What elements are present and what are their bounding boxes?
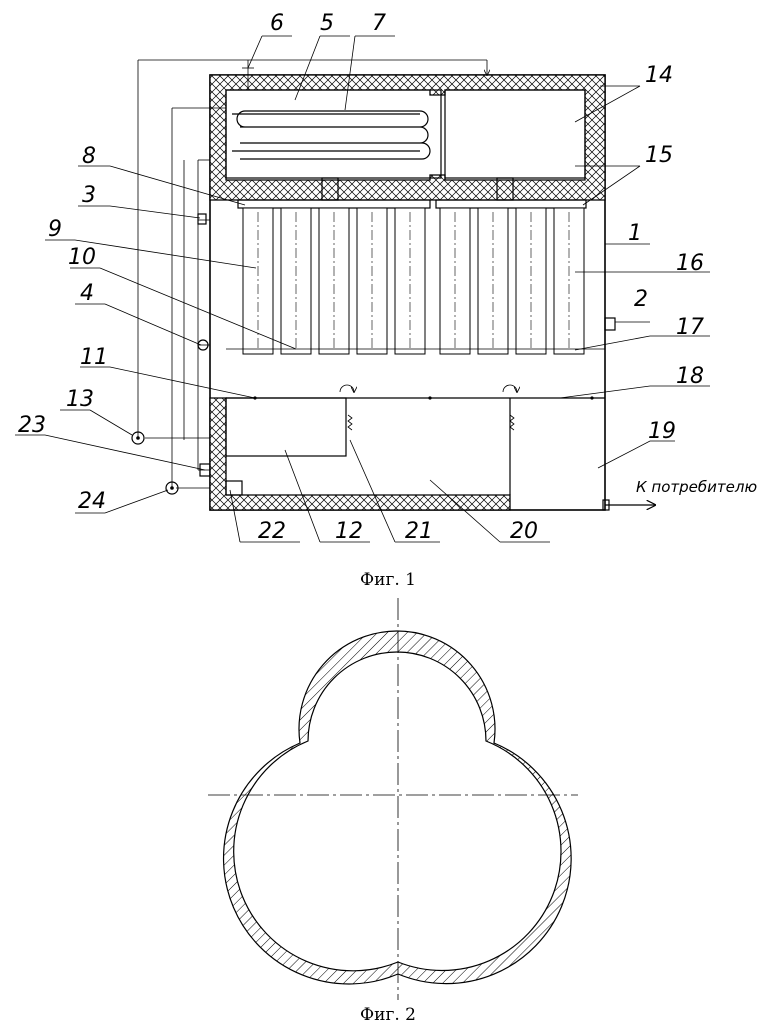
figure-1: 6 5 7 14 15 8 3 9 10 4 11 1 16 2 17 18 1… [15,11,757,590]
label-21: 21 [405,519,433,544]
tube-group-16 [440,208,584,354]
spring-21 [348,415,352,430]
label-20: 20 [510,519,538,544]
chamber-14 [445,90,585,178]
label-17: 17 [676,315,704,340]
plate-15 [436,200,586,208]
figure-2-caption: Фиг. 2 [360,1005,416,1025]
label-10: 10 [68,245,96,270]
flap-left [340,385,354,392]
element-22 [226,481,242,495]
label-6: 6 [270,11,284,36]
heat-storage-chamber-5 [226,90,441,178]
label-23: 23 [18,413,46,438]
plate-8 [238,200,430,208]
label-15: 15 [645,143,673,168]
label-16: 16 [676,251,704,276]
bottom-insulation [210,398,510,510]
label-22: 22 [258,519,286,544]
reference-numbers: 6 5 7 14 15 8 3 9 10 4 11 1 16 2 17 18 1… [18,11,757,544]
label-12: 12 [335,519,363,544]
fitting-3 [198,214,206,224]
label-13: 13 [66,387,94,412]
label-4: 4 [80,281,94,306]
label-9: 9 [48,217,62,242]
label-14: 14 [645,63,673,88]
label-7: 7 [372,11,386,36]
label-1: 1 [628,221,642,246]
external-piping [138,60,487,488]
top-insulation [210,75,605,200]
figure-2: Фиг. 2 [208,598,578,1025]
trefoil-tube-wall [224,631,572,984]
label-8: 8 [82,144,96,169]
figure-1-caption: Фиг. 1 [360,570,416,590]
label-19: 19 [648,419,676,444]
label-2: 2 [634,287,648,312]
tube-group-9 [243,208,425,354]
label-11: 11 [80,345,108,370]
label-3: 3 [82,183,96,208]
consumer-label: К потребителю [636,478,757,496]
coil-7 [232,111,430,159]
label-5: 5 [320,11,334,36]
chamber-12 [226,398,346,456]
label-24: 24 [78,489,106,514]
fitting-2 [605,318,615,330]
flap-right [503,385,517,392]
label-18: 18 [676,364,704,389]
